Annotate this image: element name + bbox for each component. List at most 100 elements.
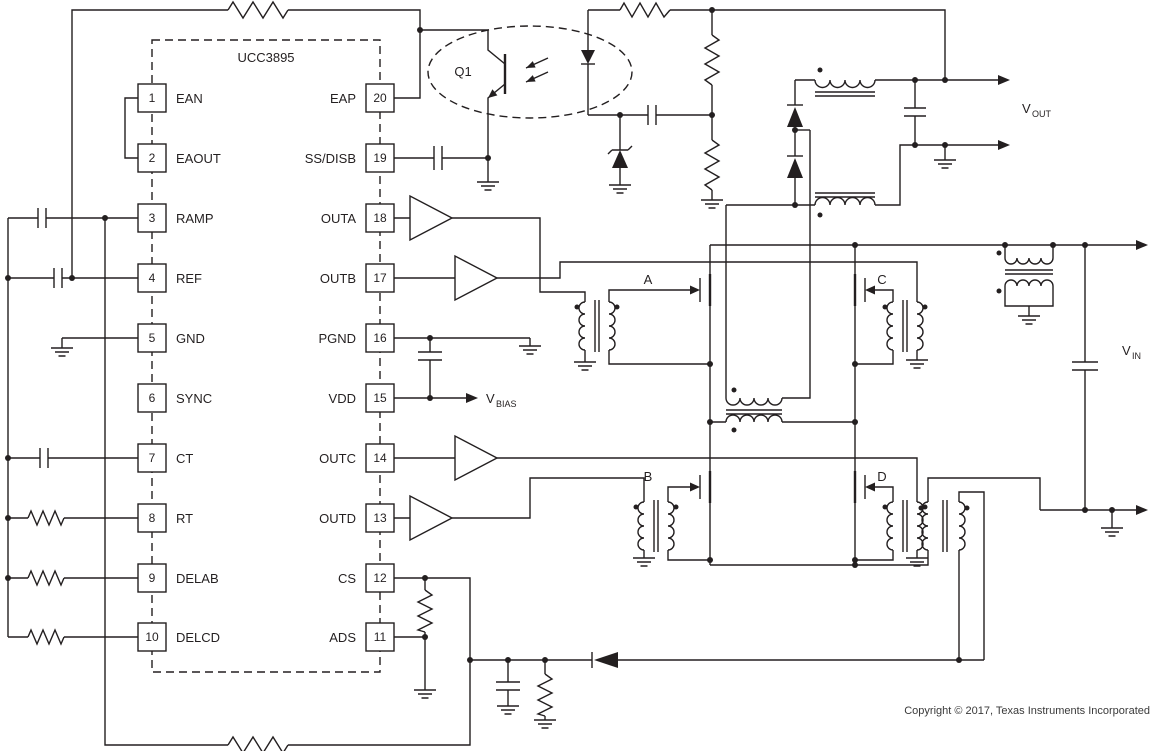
pin-number: 10 [145,630,159,644]
pin-number: 15 [373,391,387,405]
current-sense-transformer [921,477,1041,660]
gate-transformer-d [855,486,929,567]
emitter-arrow-icon [488,89,498,98]
wire-feedback-right [288,9,421,99]
mosfet-gate-arrow-icon [865,482,875,492]
full-bridge: A B C D [644,240,1148,566]
feedback-divider-network [588,1,946,209]
ramp-capacitor [8,208,138,228]
pin-number: 19 [373,151,387,165]
vin-arrow-icon [1136,240,1148,250]
vout-label: V [1022,101,1031,116]
wire-cs [394,577,471,660]
winding [886,501,894,551]
wire-outc-route [497,457,918,502]
left-external-network [7,0,471,751]
pin-7: 7 CT [137,443,193,473]
vout-arrow-icon [998,75,1010,85]
divider-resistor-bottom [703,139,721,191]
vbias-label: V [486,391,495,406]
cs-resistor [416,589,434,633]
vbias-arrow-icon [466,393,478,403]
vbias-label-sub: BIAS [496,399,517,409]
ground-icon [933,159,957,169]
gate-drive-buffers [394,194,918,542]
pin-number: 13 [373,511,387,525]
polarity-dots [574,67,1002,511]
led-diode-icon [581,50,595,64]
wire-feedback-left [71,9,228,278]
mosfet-b: B [644,469,712,503]
secondary-lead-right [782,130,811,399]
ground-icon [518,345,542,355]
bottom-bus-left [104,218,228,746]
pin-number: 14 [373,451,387,465]
ic-ucc3895: UCC3895 [151,39,381,673]
winding [921,501,929,551]
mosfet-gate-arrow-icon [690,285,700,295]
output-core-lines [815,192,875,198]
pin-name: EAOUT [176,151,221,166]
main-transformer [710,130,855,423]
pin-name: OUTA [321,211,356,226]
wire-gate-d [875,486,894,502]
winding [667,501,675,551]
vdd-pgnd-network: V BIAS [394,337,542,409]
pin-name: CS [338,571,356,586]
ref-capacitor [8,268,138,288]
pin-name: CT [176,451,193,466]
fet-b-label: B [644,469,653,484]
mosfet-d: D [853,469,887,503]
pin-name: OUTC [319,451,356,466]
ic-outline [151,39,381,673]
vout-label-sub: OUT [1032,109,1052,119]
wire-vout-return [875,144,998,206]
wire-gate-c [875,289,894,302]
ground-icon [496,705,520,715]
junction-dots [5,7,1115,663]
pin-number: 7 [149,451,156,465]
wire-source-b [667,550,710,561]
primary-leads [1004,245,1054,258]
output-rectifier-block: V OUT [726,75,1052,206]
wire-gate-b [667,486,690,502]
ct-capacitor [8,448,138,468]
pin-name: GND [176,331,205,346]
vin-label: V [1122,343,1131,358]
ground-icon [413,689,437,699]
pin-name: SYNC [176,391,212,406]
zener-cathode-bar [607,145,633,155]
input-capacitor [1072,245,1098,510]
divider-resistor-top [703,34,721,86]
resistor-rt [27,509,65,527]
mosfet-gate-arrow-icon [690,482,700,492]
optocoupler-q1: Q1 [420,10,633,191]
transistor-collector-wire [420,29,506,65]
fet-a-label: A [644,272,653,287]
pin-name: VDD [329,391,356,406]
mosfet-gate-arrow-icon [865,285,875,295]
gate-transformer-c [855,289,929,369]
pin-name: RAMP [176,211,214,226]
vdd-bypass-capacitor [418,338,442,398]
vin-return-arrow-icon [1136,505,1148,515]
gate-transformer-a [573,289,710,371]
resistor-led-bias [619,1,671,19]
ground-icon [700,199,724,209]
secondary-leads [1004,286,1054,316]
pin-number: 1 [149,91,156,105]
rectifier-diode-1-icon [787,107,803,127]
wire-gate-a [608,289,690,302]
ground-icon [1100,527,1124,537]
pin-number: 4 [149,271,156,285]
